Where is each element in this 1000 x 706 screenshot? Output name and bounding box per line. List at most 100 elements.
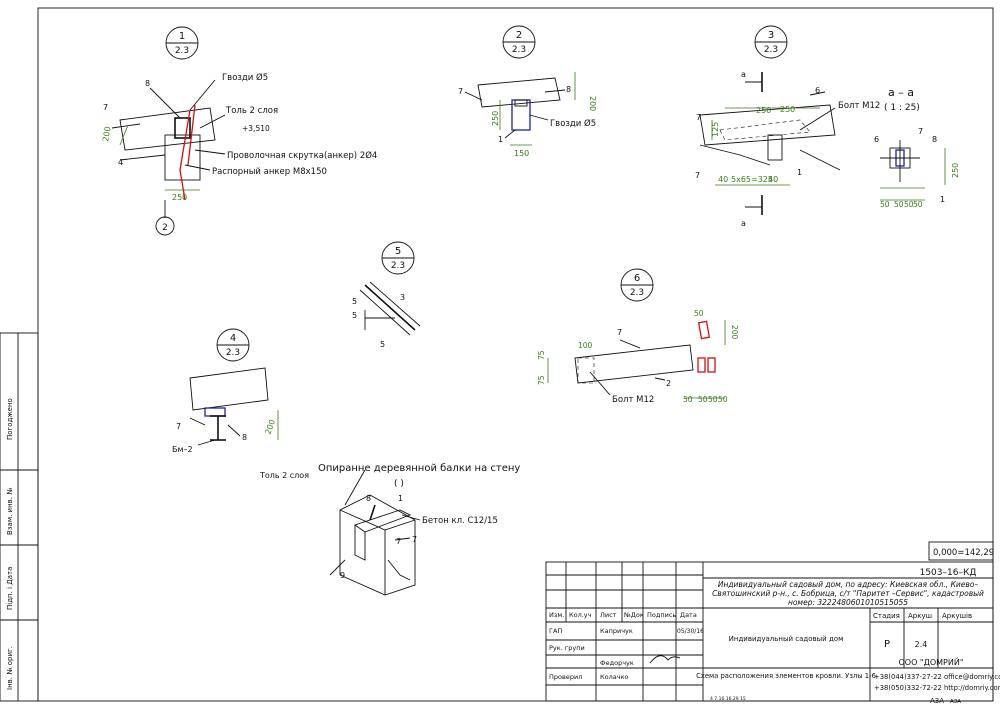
node2-pos1: 1 (498, 135, 503, 144)
area-mark: 0,000=142,29 (933, 548, 994, 558)
node3-cut-bottom: а (741, 219, 746, 228)
node2-dim-h: 200 (588, 96, 597, 111)
node6-number: 6 (634, 273, 640, 284)
section-dim3: 50 (904, 200, 914, 209)
date-gap: 05/30/16 (677, 628, 704, 635)
name-gap: Капричук (600, 627, 633, 635)
node1-tol-label: Толь 2 слоя (225, 106, 278, 116)
node5-pos5a: 5 (352, 297, 357, 306)
node2-dim-h2: 250 (491, 111, 500, 126)
node3-dim2: 250 (780, 105, 795, 114)
node1-dim-h: 200 (101, 126, 113, 143)
node6-bolt-label: Болт М12 (612, 395, 654, 405)
node2-pos8: 8 (566, 85, 571, 94)
node6-b3: 50 (708, 395, 718, 404)
node1-pos8: 8 (145, 79, 150, 88)
section-aa-drawing (880, 140, 946, 201)
hdr-kol: Кол.уч (569, 611, 592, 619)
node1-callout: 1 2.3 (165, 26, 199, 60)
format-mark-small: А3А (950, 699, 961, 705)
node5-pos5c: 5 (380, 340, 385, 349)
node6-callout: 6 2.3 (620, 268, 654, 302)
section-title: а – а (888, 86, 914, 99)
iso-pos7a: 7 (396, 537, 401, 546)
hdr-podpis: Подпись (647, 611, 676, 619)
name-fedorchuk: Федорчук (600, 659, 634, 667)
node5-callout: 5 2.3 (381, 241, 415, 275)
node6-dim75b: 75 (537, 375, 546, 385)
sheets-header: Аркушів (942, 612, 972, 620)
object-name: Индивидуальный садовый дом (729, 635, 844, 643)
node4-dim: 200 (263, 418, 277, 435)
node1-axis: 2 (162, 223, 168, 233)
side-replaced: Взам. инв. № (6, 487, 14, 535)
node6-b2: 50 (698, 395, 708, 404)
side-stamp (0, 332, 39, 702)
contact-line2: +38(050)332-72-22 http://domriy.com (874, 684, 1000, 692)
node6-sheet: 2.3 (630, 288, 644, 298)
node3-dim4: 5х65=325 (731, 175, 773, 184)
role-checked: Проверил (549, 673, 582, 681)
node6-b4: 50 (718, 395, 728, 404)
node6-pos7: 7 (617, 328, 622, 337)
section-pos1: 1 (940, 195, 945, 204)
project-description: Индивидуальный садовый дом, по адресу: К… (712, 580, 984, 607)
node3-dim3: 40 (718, 175, 728, 184)
drawing-code: 1503–16–КД (920, 568, 977, 578)
contact-line1: +38(044)337-27-22 office@domriy.com (874, 673, 1000, 681)
node1-sheet: 2.3 (175, 46, 189, 56)
iso-subtitle: ( ) (394, 479, 404, 489)
hdr-data: Дата (680, 611, 697, 619)
node4-beam: Бм–2 (172, 445, 193, 454)
node3-drawing (699, 72, 841, 215)
node2-drawing (464, 72, 576, 146)
node6-dim100: 100 (578, 341, 593, 350)
node4-pos8: 8 (242, 433, 247, 442)
node3-callout: 3 2.3 (754, 25, 788, 59)
node4-drawing (189, 367, 279, 446)
side-agreed: Погоджено (6, 398, 14, 440)
stage-value: Р (884, 639, 890, 650)
node4-callout: 4 2.3 (216, 328, 250, 362)
iso-title: Опиранне деревянной балки на стену (318, 463, 520, 474)
section-dim1: 50 (880, 200, 890, 209)
side-sign-date: Підп. і Дата (6, 567, 14, 610)
stage-header: Стадия (873, 612, 900, 620)
node3-bolt-label: Болт М12 (838, 101, 880, 111)
node6-dim75a: 75 (537, 350, 546, 360)
node3-dim1: 250 (756, 106, 771, 115)
node3-cut-top: а (741, 70, 746, 79)
node6-b1: 50 (683, 395, 693, 404)
node5-sheet: 2.3 (391, 261, 405, 271)
node1-dim-w: 250 (172, 193, 187, 202)
node5-drawing (359, 281, 421, 336)
company-name: ООО "ДОМРИЙ" (898, 656, 963, 667)
role-rukgrup: Рук. групи (549, 644, 585, 652)
node2-sheet: 2.3 (512, 45, 526, 55)
node3-dim-h: 125 (711, 122, 720, 137)
name-kolachko: Колачко (600, 673, 628, 681)
node5-pos3: 3 (400, 293, 405, 302)
section-scale: ( 1 : 25) (884, 103, 920, 113)
node2-number: 2 (516, 30, 522, 41)
node5-pos5b: 5 (352, 311, 357, 320)
node1-number: 1 (179, 31, 185, 42)
node3-pos7b: 7 (695, 171, 700, 180)
section-pos6: 6 (874, 135, 879, 144)
side-original: Інв. № ориг. (6, 646, 14, 690)
hdr-izm: Изм. (549, 611, 564, 619)
iso-drawing (329, 469, 421, 596)
section-pos8: 8 (932, 135, 937, 144)
node2-nails-label: Гвозди Ø5 (550, 118, 596, 129)
hdr-list: Лист (600, 611, 617, 619)
node4-sheet: 2.3 (226, 348, 240, 358)
iso-concrete: Бетон кл. С12/15 (422, 516, 498, 526)
node2-callout: 2 2.3 (502, 25, 536, 59)
node3-number: 3 (768, 30, 774, 41)
node1-pos7: 7 (103, 103, 108, 112)
node1-elevation: +3,510 (242, 124, 270, 133)
node6-pos2: 2 (666, 379, 671, 388)
iso-pos9: 9 (340, 571, 345, 580)
section-pos7: 7 (918, 127, 923, 136)
